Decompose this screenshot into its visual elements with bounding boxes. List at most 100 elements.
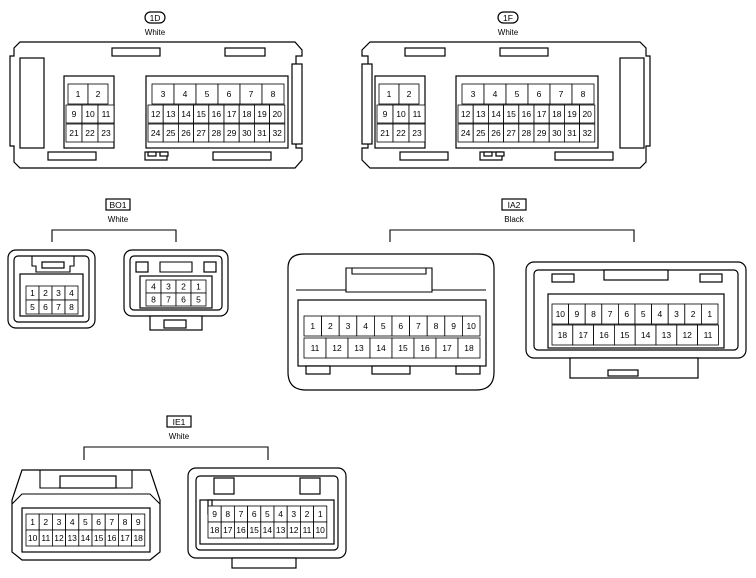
pin-number: 9 <box>383 109 388 119</box>
pin-number: 6 <box>398 321 403 331</box>
pin-number: 12 <box>151 109 161 119</box>
pin-number: 12 <box>54 533 64 543</box>
pin-number: 6 <box>43 302 48 312</box>
pin-number: 13 <box>476 109 486 119</box>
pin-number: 30 <box>242 128 252 138</box>
pin-cell <box>261 83 285 105</box>
pin-number: 1 <box>318 509 323 519</box>
pin-number: 14 <box>181 109 191 119</box>
pin-number: 10 <box>466 321 476 331</box>
pin-number: 2 <box>691 309 696 319</box>
pin-cell <box>131 529 146 547</box>
pin-number: 8 <box>271 89 276 99</box>
pin-number: 5 <box>205 89 210 99</box>
pin-number: 7 <box>239 509 244 519</box>
pin-number: 10 <box>556 309 566 319</box>
pin-cell <box>579 123 596 143</box>
pin-number: 12 <box>682 330 692 340</box>
pin-number: 15 <box>620 330 630 340</box>
pin-number: 4 <box>493 89 498 99</box>
pin-number: 15 <box>94 533 104 543</box>
pin-number: 12 <box>461 109 471 119</box>
pin-number: 3 <box>674 309 679 319</box>
connector-name-ie1: IE1 <box>173 417 186 427</box>
connector-color-ie1: White <box>169 432 190 441</box>
pin-number: 5 <box>196 295 201 305</box>
pin-number: 3 <box>161 89 166 99</box>
connector-label-1f: 1F White <box>497 11 519 37</box>
pin-number: 20 <box>272 109 282 119</box>
pin-number: 2 <box>305 509 310 519</box>
pin-cell <box>190 292 207 307</box>
pin-number: 9 <box>451 321 456 331</box>
pin-number: 4 <box>183 89 188 99</box>
pin-number: 14 <box>263 525 273 535</box>
pin-number: 7 <box>608 309 613 319</box>
pin-number: 16 <box>107 533 117 543</box>
pin-number: 29 <box>227 128 237 138</box>
pin-cell <box>579 104 596 124</box>
pin-number: 16 <box>236 525 246 535</box>
pin-number: 16 <box>599 330 609 340</box>
pin-number: 15 <box>249 525 259 535</box>
pin-number: 21 <box>69 128 79 138</box>
pin-number: 8 <box>69 302 74 312</box>
connector-color-1d: White <box>145 28 166 37</box>
pin-number: 1 <box>30 517 35 527</box>
pin-cell <box>457 337 481 359</box>
pin-number: 13 <box>67 533 77 543</box>
pin-number: 17 <box>223 525 233 535</box>
pin-cell <box>97 104 115 124</box>
pin-number: 3 <box>346 321 351 331</box>
pin-number: 28 <box>522 128 532 138</box>
pin-number: 4 <box>70 517 75 527</box>
pin-number: 13 <box>662 330 672 340</box>
pin-number: 19 <box>257 109 267 119</box>
connector-name-1f: 1F <box>503 13 513 23</box>
connector-label-ie1: IE1 White <box>83 415 269 460</box>
pin-number: 2 <box>328 321 333 331</box>
connector-label-ia2: IA2 Black <box>389 198 635 242</box>
pin-number: 5 <box>515 89 520 99</box>
pin-number: 14 <box>376 343 386 353</box>
pin-number: 14 <box>641 330 651 340</box>
pin-cell <box>269 104 286 124</box>
pin-number: 4 <box>363 321 368 331</box>
pin-number: 8 <box>581 89 586 99</box>
pin-cell <box>697 324 719 346</box>
pin-cell <box>571 83 595 105</box>
pin-number: 15 <box>398 343 408 353</box>
pin-number: 24 <box>461 128 471 138</box>
pin-number: 13 <box>276 525 286 535</box>
pin-cell <box>97 123 115 143</box>
pin-number: 15 <box>196 109 206 119</box>
pin-number: 9 <box>575 309 580 319</box>
connector-name-ia2: IA2 <box>508 200 521 210</box>
pin-number: 27 <box>506 128 516 138</box>
pin-number: 13 <box>354 343 364 353</box>
pin-number: 17 <box>227 109 237 119</box>
pin-number: 19 <box>567 109 577 119</box>
pin-number: 28 <box>212 128 222 138</box>
pin-number: 3 <box>291 509 296 519</box>
pin-number: 12 <box>289 525 299 535</box>
pin-number: 9 <box>136 517 141 527</box>
pin-number: 20 <box>582 109 592 119</box>
pin-number: 17 <box>537 109 547 119</box>
pin-number: 23 <box>101 128 111 138</box>
pin-number: 17 <box>578 330 588 340</box>
pin-number: 8 <box>591 309 596 319</box>
pin-number: 1 <box>196 282 201 292</box>
pin-number: 9 <box>212 509 217 519</box>
